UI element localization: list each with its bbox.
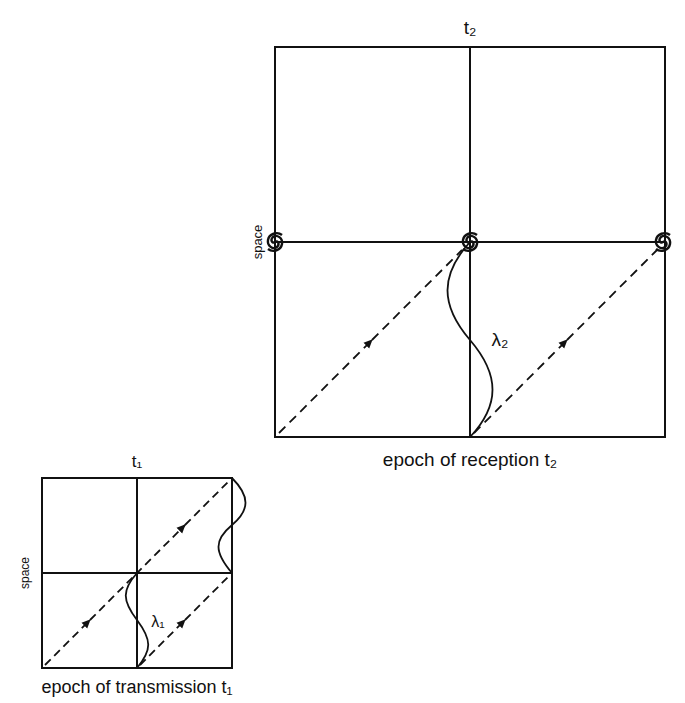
- time-label: t₂: [464, 18, 477, 39]
- wave: [126, 573, 149, 668]
- galaxy-symbol: [463, 233, 477, 251]
- time-label: t₁: [132, 453, 142, 472]
- wavelength-label: λ₁: [151, 613, 164, 631]
- wave: [219, 478, 246, 573]
- galaxy-symbol: [268, 233, 282, 251]
- wave: [448, 242, 493, 437]
- light-ray: [279, 250, 657, 433]
- reception-grid: [275, 47, 665, 437]
- axis-caption: epoch of reception t₂: [383, 450, 557, 471]
- axis-label: space: [19, 557, 32, 589]
- wavelength-label: λ₂: [492, 330, 509, 351]
- transmission-grid: [42, 478, 232, 668]
- axis-label: space: [251, 225, 265, 260]
- axis-caption: epoch of transmission t₁: [41, 678, 232, 698]
- galaxy-symbol: [656, 233, 670, 251]
